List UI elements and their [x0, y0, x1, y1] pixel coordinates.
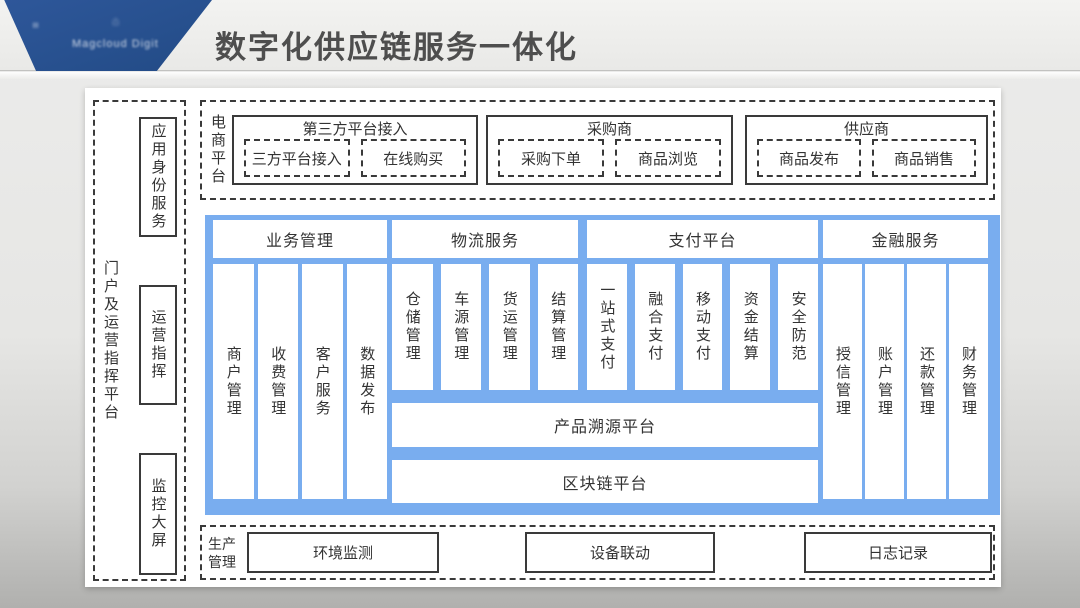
production-section-label: 生产管理 [208, 535, 236, 570]
portal-item-operation-command: 运营指挥 [139, 285, 177, 405]
column-freight-mgmt: 货运管理 [489, 264, 530, 390]
platform-group-payment: 支付平台 一站式支付 融合支付 移动支付 资金结算 安全防范 [587, 220, 818, 390]
bar-product-traceability-platform: 产品溯源平台 [392, 403, 818, 447]
ecommerce-group-purchaser: 采购商 采购下单 商品浏览 [486, 115, 733, 185]
platform-group-logistics: 物流服务 仓储管理 车源管理 货运管理 结算管理 [392, 220, 578, 390]
logo-side-mark-icon: ≡ [29, 22, 41, 29]
ecom-item-purchase-order: 采购下单 [498, 139, 604, 177]
column-customer-service: 客户服务 [302, 264, 343, 499]
group-header: 金融服务 [823, 220, 988, 258]
bar-blockchain-platform: 区块链平台 [392, 460, 818, 503]
platform-group-business: 业务管理 商户管理 收费管理 客户服务 数据发布 [213, 220, 387, 499]
portal-item-identity-service: 应用身份服务 [139, 117, 177, 237]
platform-middle-groups: 物流服务 仓储管理 车源管理 货运管理 结算管理 支付平台 一站式支付 融合支付 [392, 220, 818, 390]
diagram-panel: 门户及运营指挥平台 应用身份服务 运营指挥 监控大屏 电商平台 第三方平台接入 … [85, 88, 1001, 587]
ecom-item-product-sale: 商品销售 [872, 139, 976, 177]
ecommerce-section-label: 电商平台 [209, 114, 226, 186]
ecom-item-online-purchase: 在线购买 [360, 139, 466, 177]
group-columns: 商户管理 收费管理 客户服务 数据发布 [213, 264, 387, 499]
column-settlement-mgmt: 结算管理 [537, 264, 578, 390]
group-columns: 仓储管理 车源管理 货运管理 结算管理 [392, 264, 578, 390]
column-account-mgmt: 账户管理 [865, 264, 904, 499]
platform-group-finance: 金融服务 授信管理 账户管理 还款管理 财务管理 [823, 220, 988, 499]
production-section: 生产管理 环境监测 设备联动 日志记录 [200, 525, 995, 580]
header-divider [0, 72, 1080, 79]
prod-item-environment-monitor: 环境监测 [247, 532, 439, 573]
logo-mark-icon: ⌂ [112, 14, 120, 28]
ecommerce-section: 电商平台 第三方平台接入 三方平台接入 在线购买 采购商 采购下单 商品浏览 供… [200, 100, 995, 200]
portal-item-monitor-screen: 监控大屏 [139, 453, 177, 575]
column-fund-settlement: 资金结算 [730, 264, 771, 390]
page-title: 数字化供应链服务一体化 [215, 30, 578, 65]
ecom-item-product-browse: 商品浏览 [615, 139, 721, 177]
ecommerce-group-third-party: 第三方平台接入 三方平台接入 在线购买 [232, 115, 478, 185]
platform-section: 业务管理 商户管理 收费管理 客户服务 数据发布 物流服务 仓储管理 车源管理 [205, 215, 1000, 515]
prod-item-device-linkage: 设备联动 [525, 532, 715, 573]
group-title: 采购商 [586, 120, 632, 138]
group-items: 采购下单 商品浏览 [488, 139, 731, 177]
group-columns: 一站式支付 融合支付 移动支付 资金结算 安全防范 [587, 264, 818, 390]
column-fee-mgmt: 收费管理 [257, 264, 298, 499]
group-columns: 授信管理 账户管理 还款管理 财务管理 [823, 264, 988, 499]
column-finance-mgmt: 财务管理 [949, 264, 988, 499]
group-header: 支付平台 [587, 220, 818, 258]
column-credit-mgmt: 授信管理 [823, 264, 862, 499]
column-vehicle-source-mgmt: 车源管理 [440, 264, 481, 390]
column-converged-payment: 融合支付 [634, 264, 675, 390]
ecom-item-product-publish: 商品发布 [757, 139, 861, 177]
logo-text: Magcloud Digit [72, 38, 159, 50]
group-header: 业务管理 [213, 220, 387, 258]
column-data-publish: 数据发布 [346, 264, 387, 499]
slide-header: ≡ ⌂ Magcloud Digit 数字化供应链服务一体化 [0, 0, 1080, 71]
group-items: 商品发布 商品销售 [747, 139, 986, 177]
column-mobile-payment: 移动支付 [682, 264, 723, 390]
portal-section: 门户及运营指挥平台 应用身份服务 运营指挥 监控大屏 [93, 100, 186, 581]
group-title: 第三方平台接入 [302, 120, 408, 138]
column-security-protection: 安全防范 [778, 264, 818, 390]
ecommerce-group-supplier: 供应商 商品发布 商品销售 [745, 115, 988, 185]
group-header: 物流服务 [392, 220, 578, 258]
column-one-stop-payment: 一站式支付 [587, 264, 627, 390]
ecom-item-third-party-access: 三方平台接入 [244, 139, 350, 177]
portal-section-label: 门户及运营指挥平台 [102, 259, 119, 422]
group-title: 供应商 [843, 120, 889, 138]
prod-item-log-record: 日志记录 [804, 532, 992, 573]
platform-middle: 物流服务 仓储管理 车源管理 货运管理 结算管理 支付平台 一站式支付 融合支付 [392, 220, 818, 503]
column-warehouse-mgmt: 仓储管理 [392, 264, 433, 390]
group-items: 三方平台接入 在线购买 [234, 139, 476, 177]
column-repayment-mgmt: 还款管理 [907, 264, 946, 499]
column-merchant-mgmt: 商户管理 [213, 264, 254, 499]
company-logo: ≡ ⌂ Magcloud Digit [4, 0, 212, 71]
